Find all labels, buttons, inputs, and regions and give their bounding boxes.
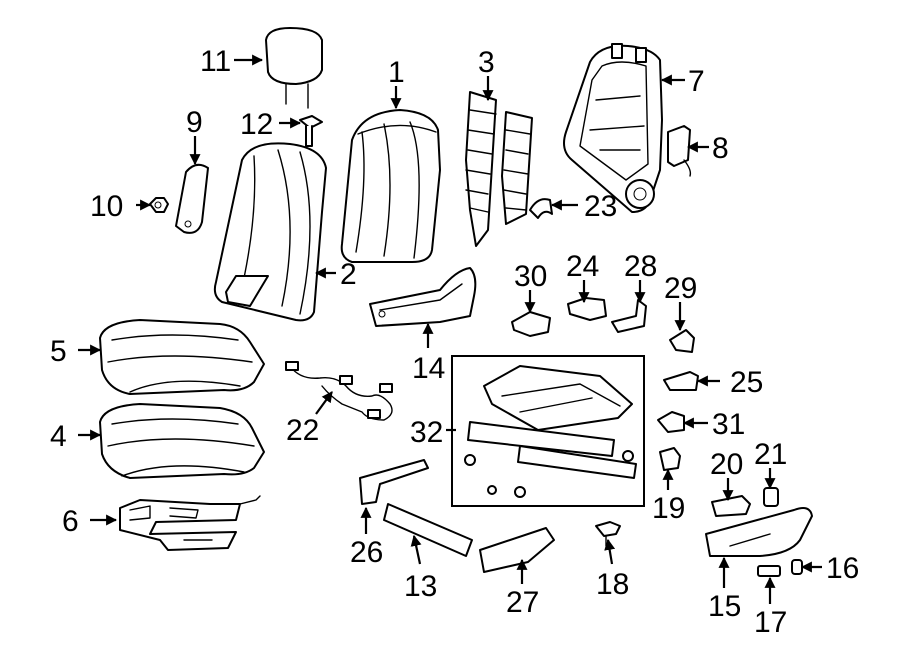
callout-15: 15 [708, 590, 741, 623]
bracket-24 [567, 297, 607, 321]
callout-2: 2 [340, 258, 357, 291]
switch-20 [711, 495, 751, 517]
bracket-29 [669, 329, 695, 353]
callout-32: 32 [410, 416, 443, 449]
recliner-cover [529, 198, 553, 219]
callout-16: 16 [826, 552, 859, 585]
callout-17: 17 [754, 606, 787, 639]
headrest-guide [299, 115, 323, 147]
bracket-30 [511, 311, 551, 337]
front-trim-26 [359, 459, 429, 505]
callout-11: 11 [200, 45, 231, 78]
callout-7: 7 [688, 65, 705, 98]
bracket-28 [611, 299, 647, 333]
callout-4: 4 [50, 420, 67, 453]
callout-25: 25 [730, 366, 763, 399]
lower-cover-13 [383, 503, 473, 557]
leader-lines [78, 54, 822, 604]
headrest [265, 27, 323, 109]
callout-19: 19 [652, 492, 685, 525]
cap-16 [791, 559, 803, 575]
seat-back-cover [340, 109, 441, 263]
seat-back-frame [563, 43, 663, 213]
side-cover-15 [705, 507, 813, 557]
callout-22: 22 [286, 414, 319, 447]
callout-28: 28 [624, 250, 657, 283]
callout-24: 24 [566, 250, 599, 283]
callout-31: 31 [712, 408, 745, 441]
callout-23: 23 [584, 190, 617, 223]
knob-17 [757, 565, 781, 577]
callout-labels: 1 2 3 4 5 6 7 8 9 10 11 12 13 14 15 16 1… [50, 45, 859, 639]
callout-26: 26 [350, 536, 383, 569]
callout-20: 20 [710, 448, 743, 481]
seat-back-pad [213, 142, 327, 322]
side-trim [175, 163, 209, 234]
callout-30: 30 [514, 260, 547, 293]
inner-cover-27 [479, 527, 555, 573]
seat-adjuster-box [451, 355, 645, 507]
callout-27: 27 [506, 586, 539, 619]
callout-12: 12 [240, 108, 273, 141]
callout-1: 1 [388, 56, 405, 89]
nut [149, 197, 169, 213]
callout-8: 8 [712, 132, 729, 165]
bracket-25 [663, 371, 699, 391]
callout-29: 29 [664, 272, 697, 305]
wire-harness [285, 361, 393, 421]
callout-9: 9 [186, 106, 203, 139]
callout-5: 5 [50, 335, 67, 368]
seat-cushion-cover [99, 319, 265, 395]
callout-3: 3 [478, 46, 495, 79]
knob-21 [763, 487, 779, 507]
side-airbag-module [667, 125, 692, 177]
clip-19 [659, 447, 681, 471]
seat-cushion-pad [99, 403, 265, 479]
side-shield [369, 267, 477, 327]
lumbar-support [465, 91, 533, 247]
callout-14: 14 [412, 352, 445, 385]
callout-10: 10 [90, 190, 123, 223]
bracket-31 [657, 411, 685, 433]
callout-18: 18 [596, 568, 629, 601]
seat-heater-element [119, 495, 261, 551]
callout-13: 13 [404, 570, 437, 603]
callout-21: 21 [754, 438, 787, 471]
callout-6: 6 [62, 505, 79, 538]
